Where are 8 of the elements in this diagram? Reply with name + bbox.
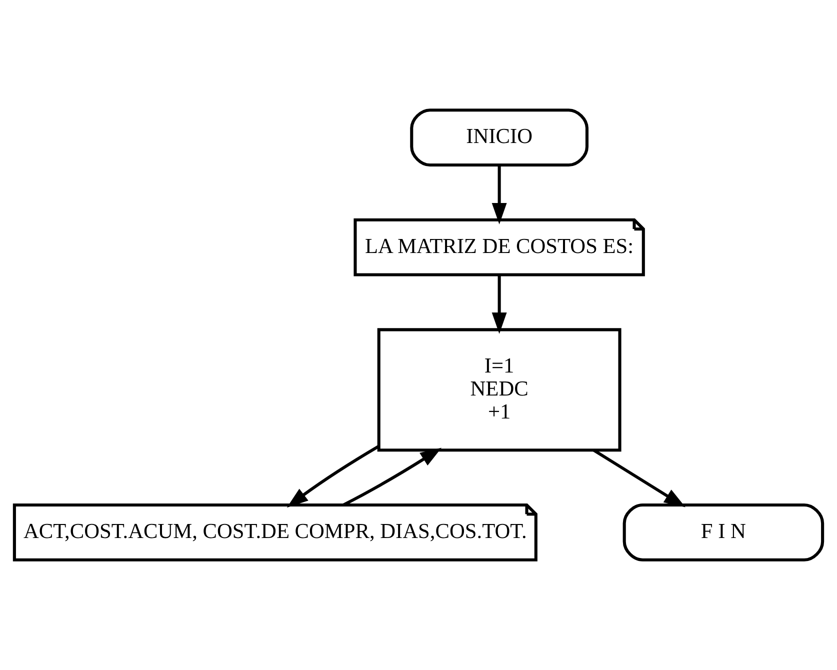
- node-box: INICIO: [410, 108, 588, 167]
- arrow: [492, 275, 507, 334]
- arrow: [492, 165, 507, 224]
- node-box: I=1 NEDC +1: [377, 328, 622, 452]
- arrow: [342, 448, 442, 506]
- arrow: [592, 448, 686, 508]
- arrow: [286, 445, 379, 508]
- node-box: F I N: [622, 503, 824, 562]
